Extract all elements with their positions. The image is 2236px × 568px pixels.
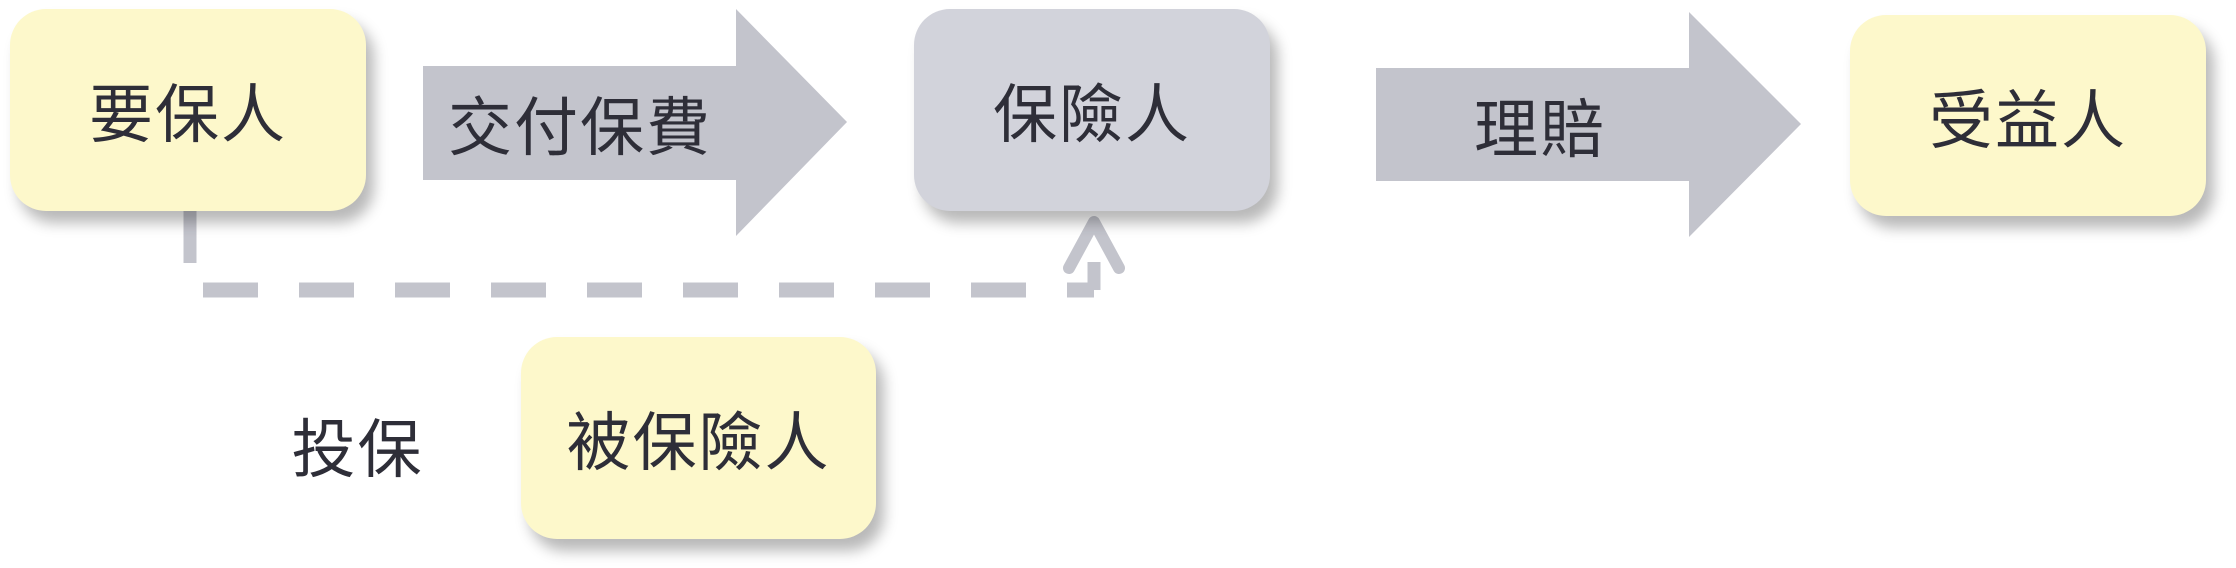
policyholder-label: 要保人 — [89, 79, 287, 153]
apply-label: 投保 — [291, 414, 424, 488]
claim-label: 理賠 — [1474, 93, 1606, 168]
arrow-up-icon — [1063, 216, 1125, 274]
policyholder-node: 要保人 — [10, 9, 366, 211]
insurer-node: 保險人 — [914, 9, 1270, 211]
pay-premium-label: 交付保費 — [448, 92, 712, 166]
claim-arrow — [1376, 12, 1801, 237]
apply-dashed-connector — [183, 208, 1125, 298]
beneficiary-label: 受益人 — [1929, 84, 2127, 159]
beneficiary-node: 受益人 — [1850, 15, 2206, 216]
pay-premium-arrow — [423, 9, 847, 236]
insured-node: 被保險人 — [521, 337, 876, 539]
insurer-label: 保險人 — [993, 79, 1191, 153]
insured-label: 被保險人 — [566, 407, 831, 481]
